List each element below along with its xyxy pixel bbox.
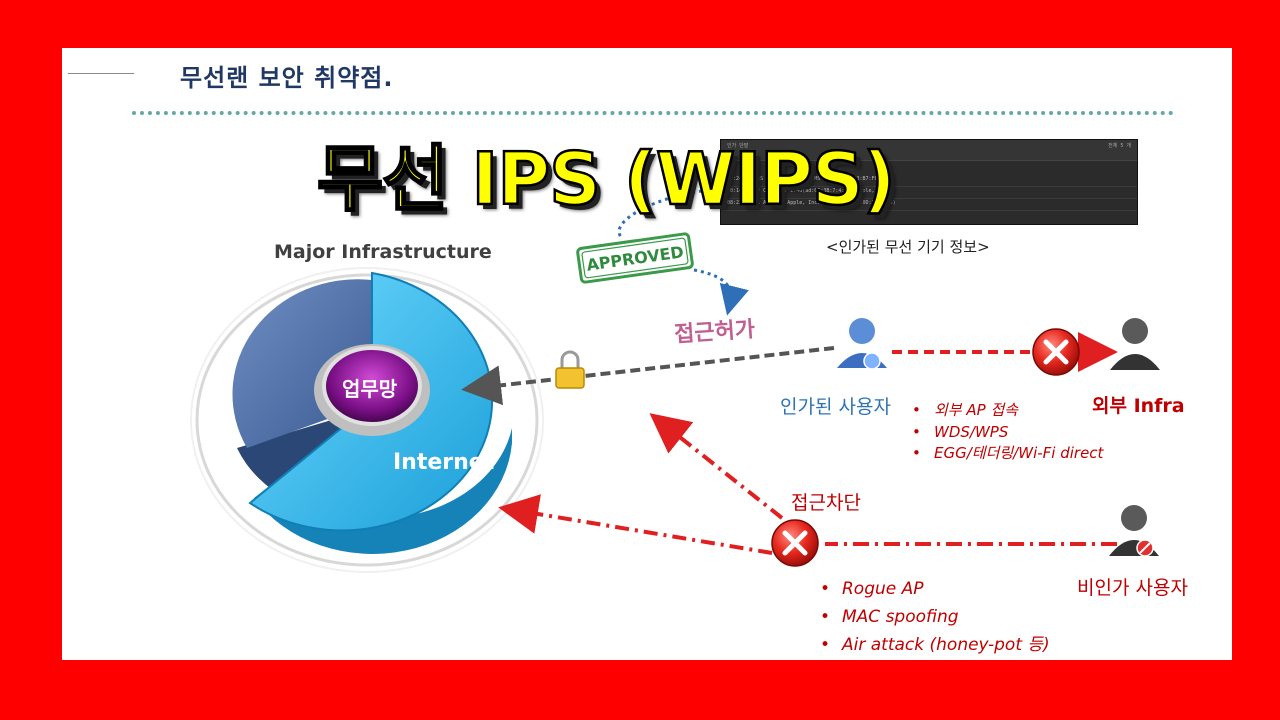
pie-halo <box>190 267 544 573</box>
authorized-user-label: 인가된 사용자 <box>780 396 891 418</box>
core-disc <box>322 346 422 426</box>
approval-curve-in <box>617 189 703 240</box>
approved-stamp: APPROVED <box>576 232 694 284</box>
diagram-graphics: APPROVED <box>190 189 1160 573</box>
screenshot-row: 10:14:38 AP CP AIRET 2.4G(ad:0F:3B:7:4:D… <box>721 187 1137 199</box>
screenshot-caption: <인가된 무선 기기 정보> <box>826 238 990 256</box>
authorized-risk-list: 외부 AP 접속 WDS/WPS EGG/테더링/Wi-Fi direct <box>908 400 1103 465</box>
padlock-icon <box>555 350 585 389</box>
infrastructure-pie <box>190 267 544 573</box>
list-item: MAC spoofing <box>816 603 1050 631</box>
internet-label: Internet <box>393 450 495 475</box>
list-item: Air attack (honey-pot 등) <box>816 631 1050 659</box>
section-title: 무선랜 보안 취약점. <box>180 64 394 92</box>
screenshot-header-text: 인가 단말 <box>727 143 749 149</box>
pie-cyan-slice <box>248 271 494 532</box>
unauthorized-user-icon <box>1109 505 1159 557</box>
screenshot-header: 인가 단말 전체 5 개 <box>721 140 1137 161</box>
list-item: EGG/테더링/Wi-Fi direct <box>908 443 1103 465</box>
authorized-access-arrow <box>461 346 835 406</box>
blocked-arrow-to-core <box>498 494 773 555</box>
block-access-icon <box>771 519 819 567</box>
screenshot-row: 14:24:05 BSS AIRET(COMPUTER) MS-net(0F:8… <box>721 175 1137 187</box>
access-permit-label: 접근허가 <box>673 317 756 348</box>
access-block-label: 접근차단 <box>791 492 861 514</box>
pie-outer-ring <box>195 273 539 567</box>
title-rule <box>68 73 134 74</box>
blocked-arrow-up <box>649 413 784 520</box>
external-infra-icon <box>1110 318 1160 370</box>
business-network-label: 업무망 <box>342 377 398 401</box>
infrastructure-title: Major Infrastructure <box>274 241 492 263</box>
slide: 무선랜 보안 취약점. 인가 단말 전체 5 개 14:24:05 BSS AI… <box>62 48 1232 660</box>
list-item: WDS/WPS <box>908 422 1103 444</box>
authorized-user-icon <box>837 318 887 370</box>
list-item: 외부 AP 접속 <box>908 400 1103 422</box>
block-external-icon <box>1032 328 1080 376</box>
attack-type-list: Rogue AP MAC spoofing Air attack (honey-… <box>816 575 1050 659</box>
screenshot-subheader: 전체 5 개 <box>1108 143 1131 149</box>
dotted-divider <box>132 111 1174 115</box>
external-infra-label: 외부 Infra <box>1092 395 1185 417</box>
screenshot-row: 08:22:03 TA Ahn Lab Apple, Inc. ubuntu(0… <box>721 199 1137 211</box>
headline: 무선 IPS (WIPS) <box>316 136 897 223</box>
unauthorized-user-label: 비인가 사용자 <box>1077 577 1188 599</box>
approval-curve-out <box>693 268 749 316</box>
device-list-screenshot: 인가 단말 전체 5 개 14:24:05 BSS AIRET(COMPUTER… <box>720 139 1138 225</box>
list-item: Rogue AP <box>816 575 1050 603</box>
